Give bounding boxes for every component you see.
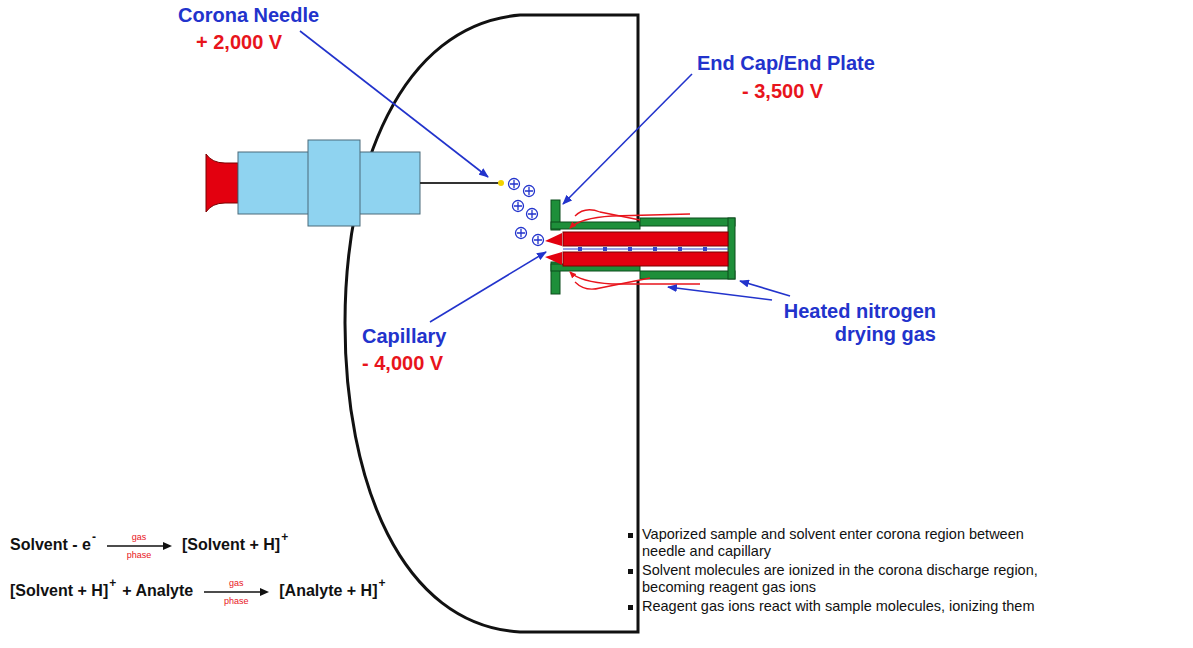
bullet-item: Solvent molecules are ionized in the cor… xyxy=(626,562,1046,596)
bullet-item: Vaporized sample and solvent enter coron… xyxy=(626,526,1046,560)
charge-superscript: + xyxy=(281,530,288,544)
drying-gas-flow xyxy=(570,210,700,289)
charge-superscript: - xyxy=(92,530,96,544)
bullet-marker xyxy=(628,569,633,574)
leader-lines xyxy=(300,31,790,322)
voltage-label: + 2,000 V xyxy=(196,31,282,54)
bullet-marker xyxy=(628,605,633,610)
formula-text: [Solvent + H] xyxy=(182,536,280,553)
corona-needle xyxy=(420,182,499,184)
bullet-item: Reagent gas ions react with sample molec… xyxy=(626,598,1046,615)
part-label: Capillary xyxy=(362,325,446,348)
charge-superscript: + xyxy=(109,576,116,590)
voltage-label: - 4,000 V xyxy=(362,352,443,375)
condition-label: gas xyxy=(132,532,147,542)
condition-label: phase xyxy=(127,550,152,560)
formula-text: Solvent - e xyxy=(10,536,91,553)
source-housing xyxy=(345,15,638,632)
note-text: Vaporized sample and solvent enter coron… xyxy=(642,526,1024,559)
arrow-shaft xyxy=(203,588,269,596)
needle-holder-flange xyxy=(308,140,360,226)
charge-superscript: + xyxy=(379,576,386,590)
formula-text: + Analyte xyxy=(122,582,193,599)
voltage-label: - 3,500 V xyxy=(742,80,823,103)
part-label: Corona Needle xyxy=(178,4,319,27)
part-label: End Cap/End Plate xyxy=(697,52,875,75)
ions xyxy=(509,179,544,246)
formula-text: [Analyte + H] xyxy=(279,582,377,599)
part-label: Heated nitrogen drying gas xyxy=(750,300,936,346)
reaction-equation: Solvent - e- gas phase [Solvent + H]+ xyxy=(10,532,288,560)
bullet-list: Vaporized sample and solvent enter coron… xyxy=(626,526,1046,617)
note-text: Solvent molecules are ionized in the cor… xyxy=(642,562,1038,595)
note-text: Reagent gas ions react with sample molec… xyxy=(642,598,1035,614)
needle-tip xyxy=(498,180,504,186)
reaction-arrow: gas phase xyxy=(106,532,172,560)
reaction-arrow: gas phase xyxy=(203,578,269,606)
bullet-marker xyxy=(628,533,633,538)
formula-text: [Solvent + H] xyxy=(10,582,108,599)
condition-label: gas xyxy=(229,578,244,588)
arrow-shaft xyxy=(106,542,172,550)
condition-label: phase xyxy=(224,596,249,606)
end-cap xyxy=(551,200,735,294)
needle-connector xyxy=(206,154,238,212)
reaction-equation: [Solvent + H]++ Analytegasphase[Analyte … xyxy=(10,578,386,606)
capillary xyxy=(545,232,728,266)
